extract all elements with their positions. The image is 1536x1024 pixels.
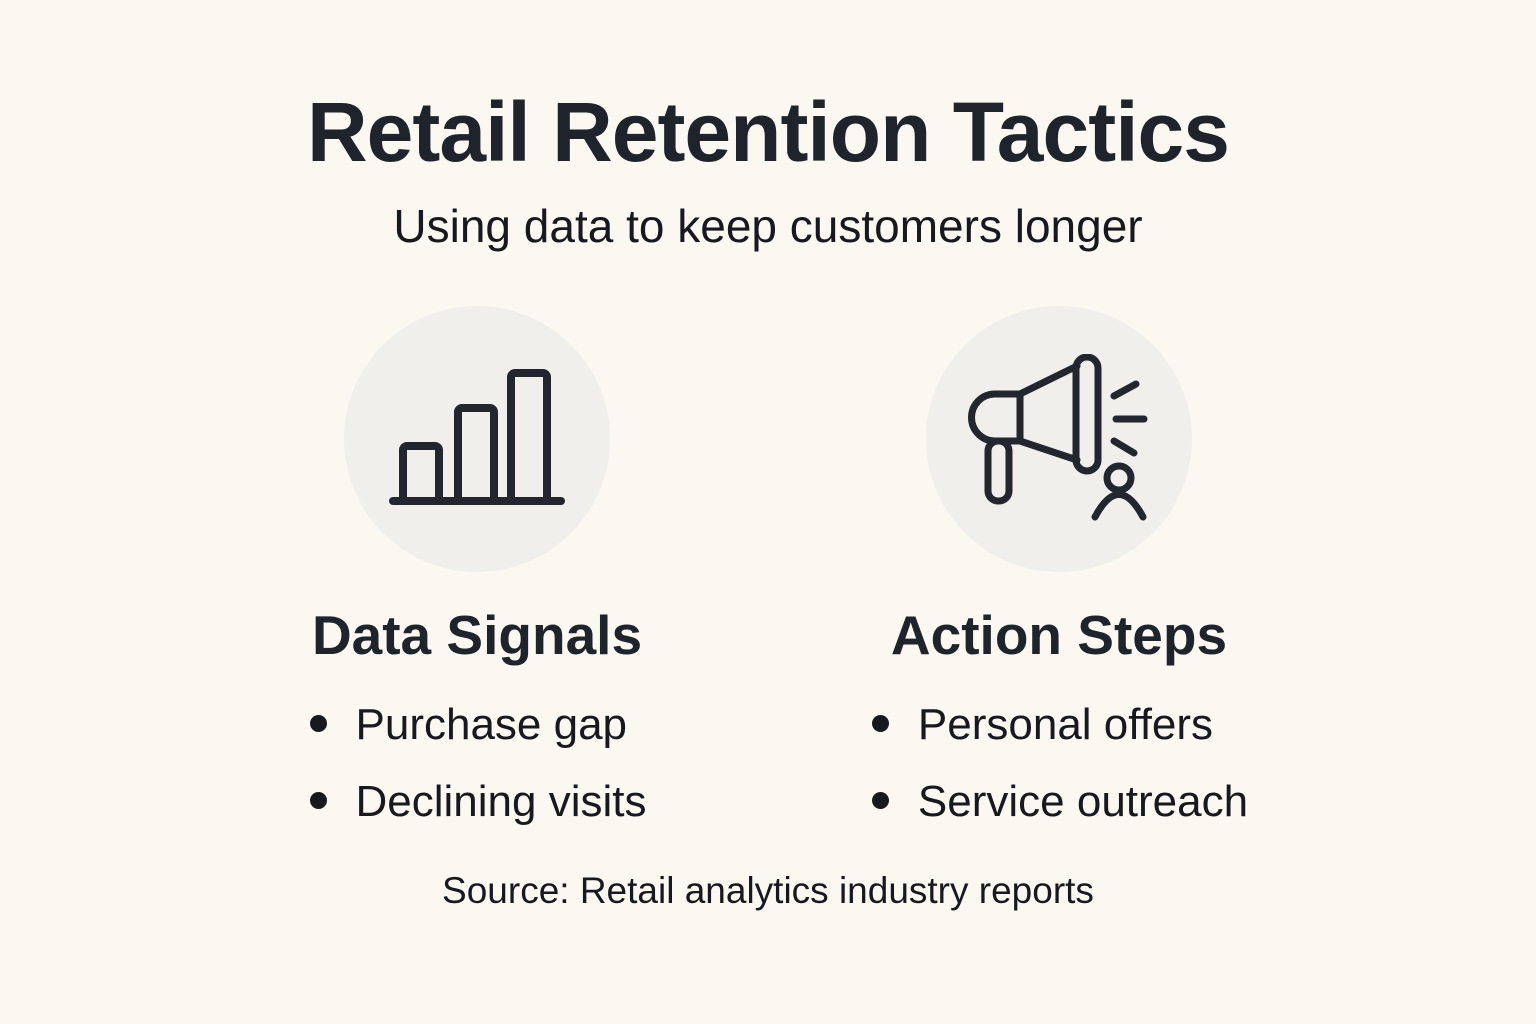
column-action-steps: Action Steps Personal offers Service out… xyxy=(799,306,1319,840)
list-item: Purchase gap xyxy=(308,686,647,763)
page-title: Retail Retention Tactics xyxy=(307,85,1230,179)
column-heading-data-signals: Data Signals xyxy=(311,604,643,667)
bar-chart-icon xyxy=(389,369,565,506)
list-item: Service outreach xyxy=(870,763,1248,840)
bullet-list-action-steps: Personal offers Service outreach xyxy=(870,686,1248,840)
source-note: Source: Retail analytics industry report… xyxy=(442,870,1094,912)
columns-row: Data Signals Purchase gap Declining visi… xyxy=(0,306,1536,840)
megaphone-icon xyxy=(968,354,1148,521)
list-item: Personal offers xyxy=(870,686,1248,763)
page-subtitle: Using data to keep customers longer xyxy=(393,199,1143,252)
column-heading-action-steps: Action Steps xyxy=(890,604,1228,667)
bullet-list-data-signals: Purchase gap Declining visits xyxy=(308,686,647,840)
icon-circle-right xyxy=(926,306,1192,573)
list-item: Declining visits xyxy=(308,763,646,840)
icon-circle-left xyxy=(344,306,610,573)
column-data-signals: Data Signals Purchase gap Declining visi… xyxy=(217,306,737,840)
